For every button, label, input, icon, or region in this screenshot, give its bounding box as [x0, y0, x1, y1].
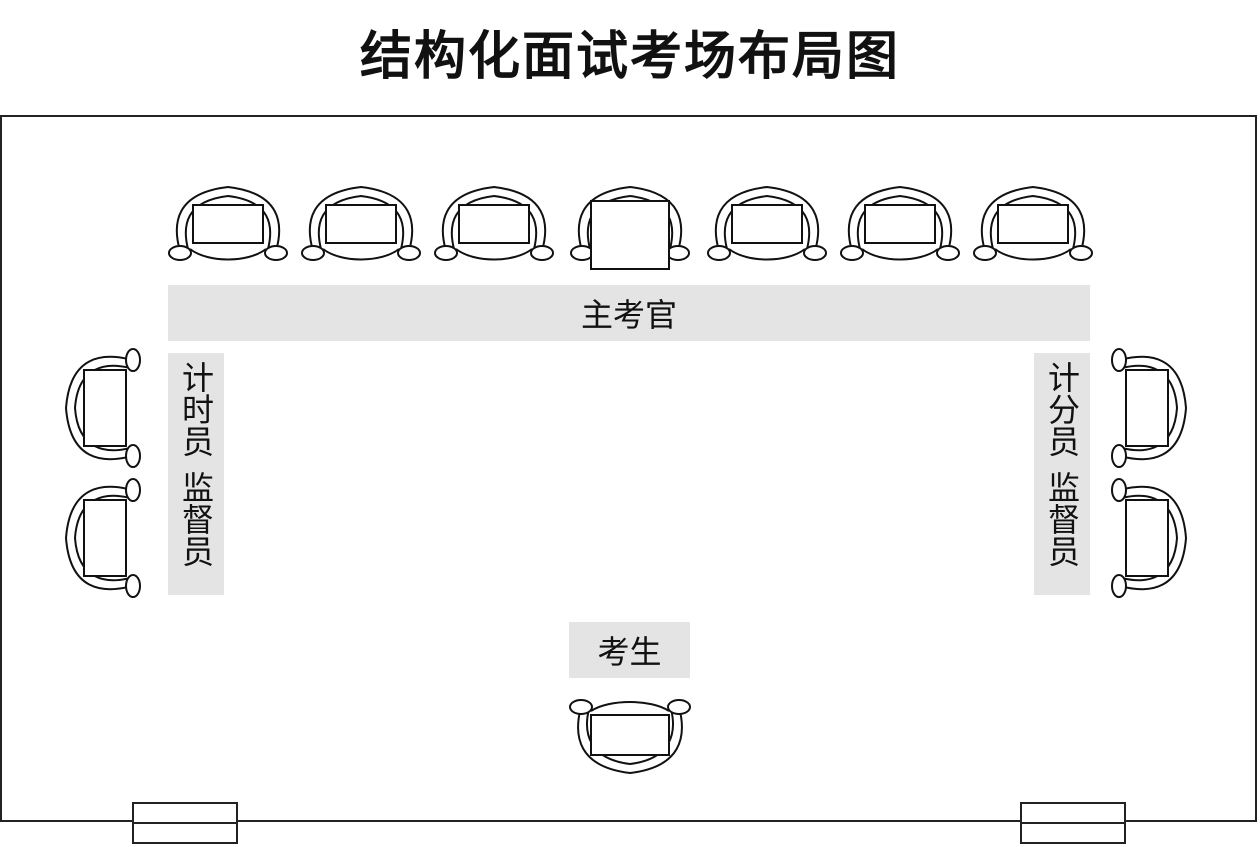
examiner-chair-7 — [973, 185, 1093, 261]
diagram-title: 结构化面试考场布局图 — [359, 27, 900, 87]
examiner-chair-3 — [434, 185, 554, 261]
candidate-chair — [569, 699, 691, 775]
timer-chair — [64, 348, 141, 468]
scorer-label: 计分员 — [1043, 361, 1081, 457]
right-supervisor-label: 监督员 — [1043, 471, 1081, 567]
exam-room — [0, 115, 1257, 822]
examiner-chair-5 — [707, 185, 827, 261]
scorer-chair — [1111, 348, 1188, 468]
left-supervisor-label: 监督员 — [177, 471, 215, 567]
left-supervisor-chair — [64, 478, 141, 598]
left-staff-label: 计时员 监督员 — [168, 353, 224, 595]
examiner-chair-6 — [840, 185, 960, 261]
examiner-chair-2 — [301, 185, 421, 261]
right-door — [1020, 802, 1126, 844]
right-staff-label: 计分员 监督员 — [1034, 353, 1090, 595]
left-door — [132, 802, 238, 844]
examiner-chair-center — [570, 185, 690, 270]
candidate-label: 考生 — [569, 622, 690, 678]
timer-label: 计时员 — [177, 361, 215, 457]
right-supervisor-chair — [1111, 478, 1188, 598]
examiner-table-label: 主考官 — [168, 285, 1090, 341]
examiner-chair-1 — [168, 185, 288, 261]
